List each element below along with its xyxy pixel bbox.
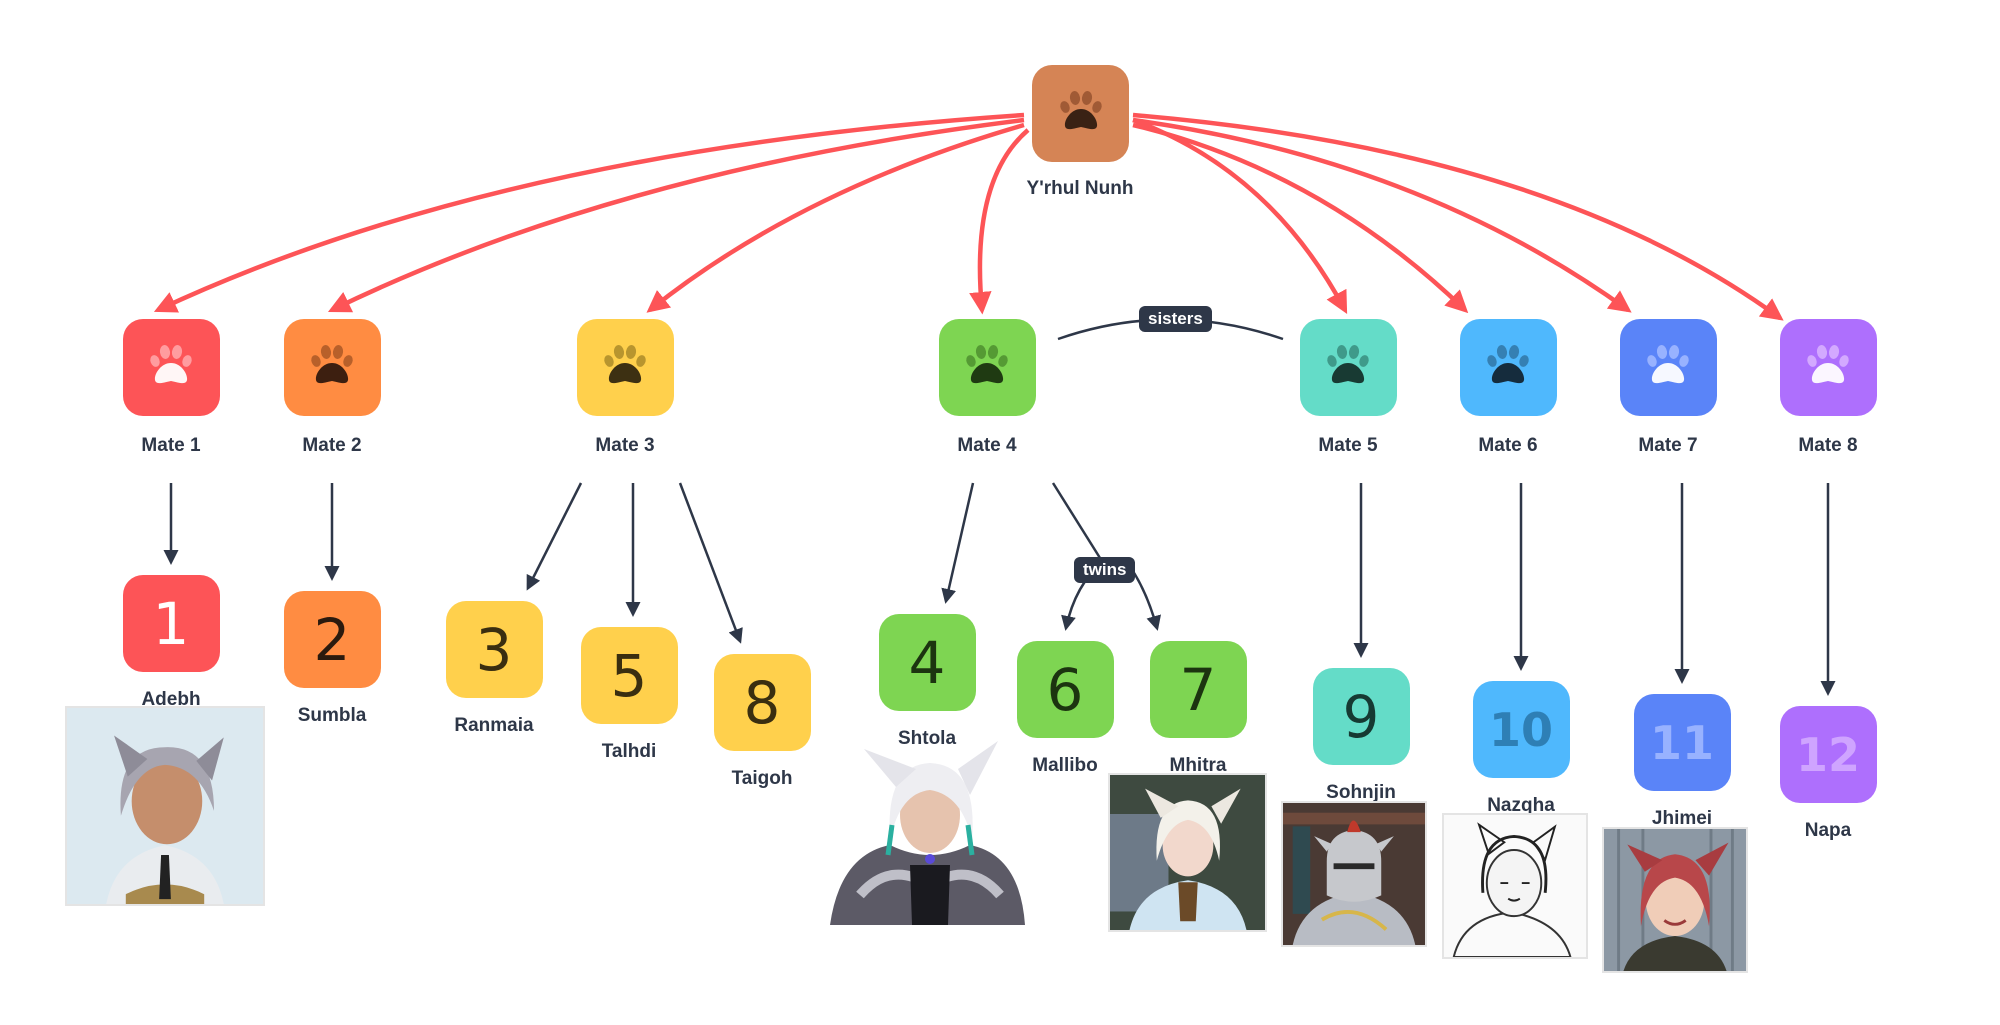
child-number: 7 — [1179, 655, 1217, 724]
mate-node-5[interactable] — [1299, 319, 1397, 416]
child-number: 12 — [1795, 727, 1860, 782]
child-name-label: Sumbla — [297, 705, 367, 726]
child-node-11[interactable]: 11 — [1633, 694, 1731, 791]
child-number: 1 — [152, 589, 190, 658]
child-name-label: Jhimei — [1651, 808, 1713, 829]
root-to-mate-edge-1 — [153, 112, 1025, 313]
child-name-label: Mallibo — [1032, 755, 1098, 776]
mate-label: Mate 4 — [957, 435, 1017, 456]
child-node-2[interactable]: 2 — [283, 591, 381, 688]
paw-icon — [1645, 344, 1691, 391]
parent-to-child-edge-8 — [678, 482, 743, 644]
mate-node-6[interactable] — [1459, 319, 1557, 416]
child-number: 3 — [475, 615, 513, 684]
child-name-label: Mhitra — [1169, 755, 1227, 776]
child-node-9[interactable]: 9 — [1312, 668, 1410, 765]
child-number: 8 — [743, 668, 781, 737]
twins-trunk-edge — [1051, 482, 1102, 559]
root-to-mate-edge-2 — [327, 117, 1025, 313]
child-name-label: Talhdi — [601, 741, 657, 762]
sisters-badge: sisters — [1139, 306, 1212, 332]
parent-to-child-edge-4 — [941, 482, 975, 604]
root-to-mate-edge-7 — [1132, 117, 1632, 313]
child-node-1[interactable]: 1 — [122, 575, 220, 672]
child-number: 4 — [908, 628, 946, 697]
mate-label: Mate 3 — [595, 435, 655, 456]
paw-icon — [148, 344, 194, 391]
paw-icon — [1058, 90, 1104, 137]
child-number: 10 — [1488, 702, 1553, 757]
child-name-label: Napa — [1804, 820, 1852, 841]
paw-icon — [1805, 344, 1851, 391]
mate-label: Mate 6 — [1478, 435, 1538, 456]
child-name-label: Sohnjin — [1326, 782, 1396, 803]
twins-badge: twins — [1074, 557, 1136, 583]
root-to-mate-edge-4 — [969, 128, 1030, 315]
mate-label: Mate 2 — [302, 435, 362, 456]
child-name-label: Taigoh — [731, 768, 793, 789]
mate-node-2[interactable] — [283, 319, 381, 416]
mate-label: Mate 1 — [141, 435, 201, 456]
child-node-4[interactable]: 4 — [878, 614, 976, 711]
child-number: 2 — [313, 605, 351, 674]
mate-label: Mate 5 — [1318, 435, 1378, 456]
root-to-mate-edge-5 — [1132, 117, 1348, 314]
paw-icon — [602, 344, 648, 391]
photo-sohnjin — [1281, 801, 1427, 947]
root-to-mate-edge-8 — [1132, 112, 1784, 321]
parent-to-child-edge-3 — [526, 482, 583, 591]
root-to-mate-edge-6 — [1132, 122, 1469, 314]
mate-node-3[interactable] — [576, 319, 674, 416]
photo-jhimei — [1602, 827, 1748, 973]
child-node-5[interactable]: 5 — [580, 627, 678, 724]
child-node-12[interactable]: 12 — [1779, 706, 1877, 803]
portrait-image — [1110, 775, 1265, 930]
root-node-yrhul-nunh[interactable] — [1032, 65, 1129, 162]
mate-node-1[interactable] — [122, 319, 220, 416]
mate-label: Mate 7 — [1638, 435, 1698, 456]
root-label: Y'rhul Nunh — [1026, 178, 1134, 199]
root-to-mate-edge-3 — [646, 122, 1025, 313]
child-node-6[interactable]: 6 — [1016, 641, 1114, 738]
child-node-7[interactable]: 7 — [1149, 641, 1247, 738]
photo-mhitra — [1108, 773, 1267, 932]
child-name-label: Nazqha — [1487, 795, 1555, 816]
child-number: 6 — [1046, 655, 1084, 724]
paw-icon — [1325, 344, 1371, 391]
paw-icon — [964, 344, 1010, 391]
child-number: 9 — [1342, 682, 1380, 751]
mate-node-7[interactable] — [1619, 319, 1717, 416]
sketch-image — [1444, 815, 1586, 957]
child-number: 11 — [1649, 715, 1714, 770]
mate-label: Mate 8 — [1798, 435, 1858, 456]
child-name-label: Adebh — [141, 689, 201, 710]
paw-icon — [1485, 344, 1531, 391]
photo-nazqha — [1442, 813, 1588, 959]
child-node-8[interactable]: 8 — [713, 654, 811, 751]
photo-shtola — [830, 735, 1030, 925]
child-node-10[interactable]: 10 — [1472, 681, 1570, 778]
mate-node-8[interactable] — [1779, 319, 1877, 416]
photo-adebh — [65, 706, 265, 906]
portrait-image — [1604, 829, 1746, 971]
child-node-3[interactable]: 3 — [445, 601, 543, 698]
child-number: 5 — [610, 641, 648, 710]
child-name-label: Ranmaia — [454, 715, 534, 736]
portrait-image — [67, 708, 263, 904]
mate-node-4[interactable] — [938, 319, 1036, 416]
paw-icon — [309, 344, 355, 391]
portrait-image — [830, 741, 1025, 925]
child-name-label: Shtola — [897, 728, 957, 749]
portrait-image — [1283, 803, 1425, 945]
